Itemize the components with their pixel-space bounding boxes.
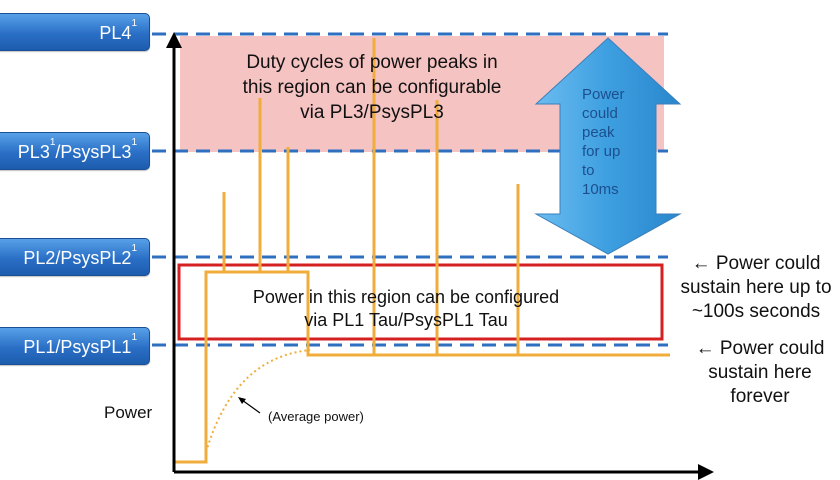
average-pointer-line [241,399,261,414]
sustain-forever-note: ← Power could sustain here forever [680,337,840,409]
peak-duration-line-5: to [582,162,595,179]
average-power-label: (Average power) [268,409,364,424]
sustain-forever-line-2: sustain here [708,362,812,383]
y-axis-label: Power [104,403,153,422]
pl3-region-line-2: this region can be configurable [242,77,502,98]
power-spikes [222,38,520,355]
pl3-region-text: Duty cycles of power peaks in this regio… [222,50,522,125]
sustain-100s-note: ← Power could sustain here up to ~100s s… [672,252,840,324]
peak-duration-line-3: peak [582,124,615,141]
pl1-label: PL1/PsysPL11 [0,327,150,365]
average-pointer-arrowhead [238,397,246,404]
average-power-curve [205,349,311,453]
pl2-label-sup: 1 [131,243,137,254]
sustain-100s-line-3: ~100s seconds [691,301,821,322]
peak-duration-line-4: for up [582,143,621,160]
sustain-forever-line-3: forever [730,386,790,407]
pl4-label-sup: 1 [131,18,137,29]
pl3-label-text: PL3 [17,142,50,162]
sustain-100s-line-1: ← Power could [691,253,821,274]
pl3-label-sup2: 1 [131,137,137,148]
pl3-label-sup: 1 [49,137,56,148]
y-axis-arrowhead [166,32,182,48]
pl3-label: PL31/PsysPL31 [0,132,150,170]
x-axis-arrowhead [698,464,714,480]
pl1-tau-region-text: Power in this region can be configured v… [206,286,606,332]
peak-duration-line-6: 10ms [582,181,619,198]
pl1-label-sup: 1 [131,332,137,343]
pl4-label: PL41 [0,13,150,51]
pl3-region-line-1: Duty cycles of power peaks in [246,52,498,73]
pl1-label-text: PL1/PsysPL1 [23,337,132,357]
pl4-label-text: PL4 [99,23,132,43]
peak-duration-line-1: Power [582,86,625,103]
sustain-forever-line-1: ← Power could [695,338,825,359]
pl3-region-line-3: via PL3/PsysPL3 [300,102,444,123]
sustain-100s-line-2: sustain here up to [680,277,832,298]
pl1-tau-region-line-2: via PL1 Tau/PsysPL1 Tau [304,310,508,330]
peak-duration-note: Power could peak for up to 10ms [582,85,625,199]
pl3-label-psys: /PsysPL3 [55,142,132,162]
pl1-tau-region-line-1: Power in this region can be configured [252,287,560,307]
pl2-label: PL2/PsysPL21 [0,238,150,276]
peak-duration-double-arrow [534,37,682,255]
pl2-label-text: PL2/PsysPL2 [23,248,132,268]
power-waveform [174,270,670,464]
pl1-tau-region [177,263,664,341]
peak-duration-line-2: could [582,105,618,122]
